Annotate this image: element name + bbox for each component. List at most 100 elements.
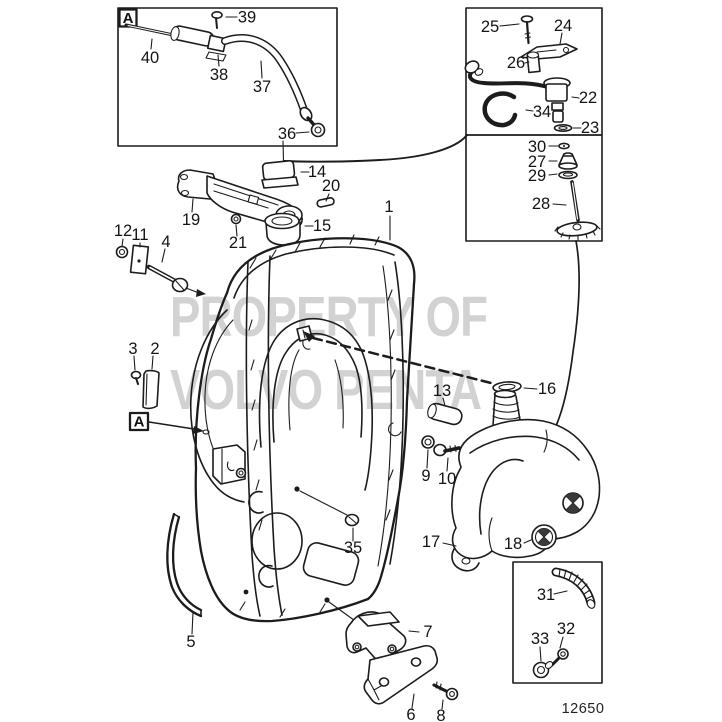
- part-37-hose: [221, 34, 308, 114]
- part-17-bell-housing: [451, 418, 601, 572]
- callout-22: 22: [579, 89, 597, 107]
- leader-21: [235, 224, 238, 237]
- part-18-plug: [531, 524, 557, 550]
- part-1-transom-shield: [189, 234, 416, 623]
- detail-a-reference: A: [128, 411, 210, 435]
- callout-33: 33: [531, 630, 549, 648]
- leader-6: [411, 693, 415, 709]
- callout-29: 29: [528, 167, 546, 185]
- callout-26: 26: [507, 54, 525, 72]
- part-13-sleeve: [427, 402, 463, 426]
- part-29-washer: [558, 170, 578, 180]
- callout-30: 30: [528, 138, 546, 156]
- leader-12: [121, 238, 124, 247]
- part-9-washer: [421, 435, 435, 449]
- part-2-anode-plate: [142, 369, 160, 410]
- callout-28: 28: [532, 195, 550, 213]
- callout-27: 27: [528, 153, 546, 171]
- callout-1: 1: [384, 198, 393, 216]
- part-14-cap: [261, 159, 299, 189]
- detail-a-label: A: [123, 10, 134, 27]
- callout-6: 6: [406, 706, 415, 722]
- callout-3: 3: [128, 340, 137, 358]
- part-22-pickup-valve: [543, 77, 571, 123]
- part-26-sensor: [526, 51, 541, 74]
- callout-23: 23: [581, 119, 599, 137]
- part-12-nut: [115, 245, 129, 259]
- part-28-paddle-shaft: [554, 180, 601, 241]
- property-watermark: PROPERTY OF VOLVO PENTA: [170, 288, 567, 434]
- leader-29: [548, 173, 558, 176]
- part-36-fitting: [299, 106, 326, 138]
- leader-25: [499, 23, 520, 27]
- part-30-washer: [558, 142, 570, 150]
- callout-38: 38: [210, 66, 228, 84]
- callout-18: 18: [504, 535, 522, 553]
- leader-9: [426, 449, 429, 469]
- callout-37: 37: [253, 78, 271, 96]
- part-21-nut: [230, 213, 242, 225]
- part-25-screw: [520, 15, 534, 45]
- shield-mount-block: [212, 444, 247, 485]
- leader-13: [442, 397, 446, 407]
- leader-22: [571, 96, 580, 99]
- leader-40: [150, 38, 153, 50]
- leader-10: [446, 457, 449, 472]
- callout-39: 39: [238, 9, 256, 27]
- part-3-screw: [130, 370, 142, 385]
- leader-38: [217, 54, 220, 67]
- inset-paddle-wheel: 30 27 29 28: [465, 134, 603, 242]
- dashed-line-16: [311, 336, 493, 385]
- part-26-cable: [464, 60, 550, 89]
- callout-16: 16: [538, 380, 556, 398]
- inset-detail-a: A: [117, 7, 338, 147]
- leader-8: [441, 699, 444, 710]
- callout-21: 21: [229, 234, 247, 252]
- leader-20: [325, 193, 330, 202]
- callout-10: 10: [438, 470, 456, 488]
- callout-12: 12: [114, 222, 132, 240]
- part-15-bushing: [264, 212, 301, 246]
- part-32-bolt: [550, 648, 569, 667]
- callout-31: 31: [537, 586, 555, 604]
- callout-17: 17: [422, 533, 440, 551]
- speedo-hose-curve: [283, 134, 468, 163]
- callout-5: 5: [186, 633, 195, 651]
- leader-17: [442, 542, 457, 547]
- leader-37: [260, 60, 263, 79]
- hatching: [239, 234, 396, 618]
- leader-26: [524, 61, 530, 64]
- part-33-eye-fitting: [532, 661, 554, 679]
- part-5-flap: [166, 512, 203, 618]
- callout-36: 36: [278, 125, 296, 143]
- leader-3: [133, 355, 136, 371]
- callout-8: 8: [436, 707, 445, 722]
- leader-36: [295, 131, 310, 134]
- inset-hose-kit: 31 32 33: [512, 561, 603, 684]
- callout-19: 19: [182, 211, 200, 229]
- part-23-washer: [553, 124, 573, 133]
- part-27-grommet: [558, 152, 578, 170]
- callout-15: 15: [313, 217, 331, 235]
- drawing-number: 12650: [562, 701, 605, 717]
- leader-2: [151, 355, 154, 370]
- leader-16: [523, 387, 538, 390]
- callout-35: 35: [344, 539, 362, 557]
- bell-housing-plug: [562, 492, 584, 514]
- part-20-pin: [316, 197, 335, 208]
- callout-40: 40: [141, 49, 159, 67]
- leader-32: [559, 636, 564, 649]
- part-8-bolt: [432, 681, 459, 701]
- part-35-screw: [299, 490, 360, 527]
- callout-32: 32: [557, 620, 575, 638]
- part-10-bolt: [433, 443, 461, 457]
- callout-34: 34: [533, 103, 551, 121]
- callout-20: 20: [322, 177, 340, 195]
- leader-4: [161, 248, 166, 263]
- part-4-bolt: [146, 264, 206, 297]
- part-6-bracket: [363, 644, 439, 705]
- leader-31: [553, 590, 568, 595]
- callout-14: 14: [308, 163, 326, 181]
- leader-34: [525, 109, 534, 112]
